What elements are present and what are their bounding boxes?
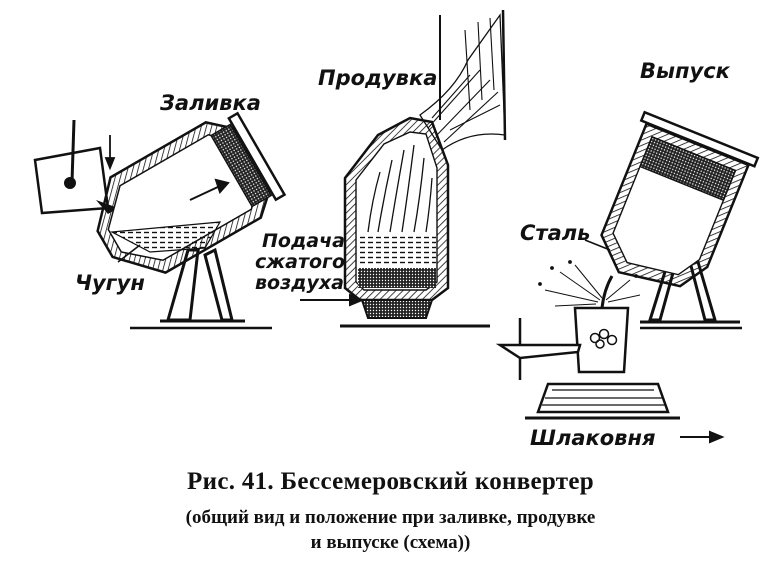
label-blowing: Продувка: [318, 66, 437, 90]
molten-bath: [358, 236, 436, 266]
label-air-supply-2: сжатого: [255, 251, 345, 273]
label-air-supply-3: воздуха: [255, 272, 344, 294]
cast-iron-pointer: [117, 244, 141, 263]
label-cast-iron: Чугун: [75, 271, 145, 295]
figure-caption-line1: (общий вид и положение при заливке, прод…: [185, 507, 596, 528]
label-tapping: Выпуск: [640, 59, 731, 83]
wind-box: [360, 299, 434, 319]
tuyere-bottom: [358, 268, 436, 288]
label-air-supply-1: Подача: [262, 230, 345, 252]
chimney-edge-right: [501, 9, 507, 141]
pouring-stage: Заливка Чугун: [33, 91, 287, 330]
plume-strokes: [427, 17, 501, 143]
label-slag-pot: Шлаковня: [530, 426, 655, 450]
steel-stream: [600, 275, 614, 309]
converter-tapping: [600, 110, 760, 288]
slag-arrow: [680, 430, 725, 444]
air-supply-arrow: [300, 293, 365, 307]
bessemer-converter-diagram: Заливка Чугун: [33, 9, 760, 450]
tapping-stage: Выпуск Сталь Шлаковня: [495, 59, 760, 450]
steel-pointer: [584, 239, 611, 251]
figure-caption-line2: и выпуске (схема)): [310, 532, 471, 553]
blowing-stage: Продувка Подача сжатого воздуха: [255, 9, 507, 328]
molten-iron-pool: [109, 221, 222, 253]
exhaust-plume: [419, 13, 506, 151]
flame-strokes: [367, 144, 433, 233]
slag-pot: [525, 382, 680, 420]
label-steel: Сталь: [520, 221, 590, 245]
inner-arrow: [189, 178, 230, 201]
converter-blowing: [343, 116, 450, 319]
figure-caption-title: Рис. 41. Бессемеровский конвертер: [187, 468, 594, 495]
steel-ladle: [573, 306, 630, 374]
label-pouring: Заливка: [159, 91, 261, 115]
sparks: [538, 260, 641, 307]
ladle-crane-arm: [495, 318, 582, 380]
pour-arrow: [104, 135, 116, 171]
